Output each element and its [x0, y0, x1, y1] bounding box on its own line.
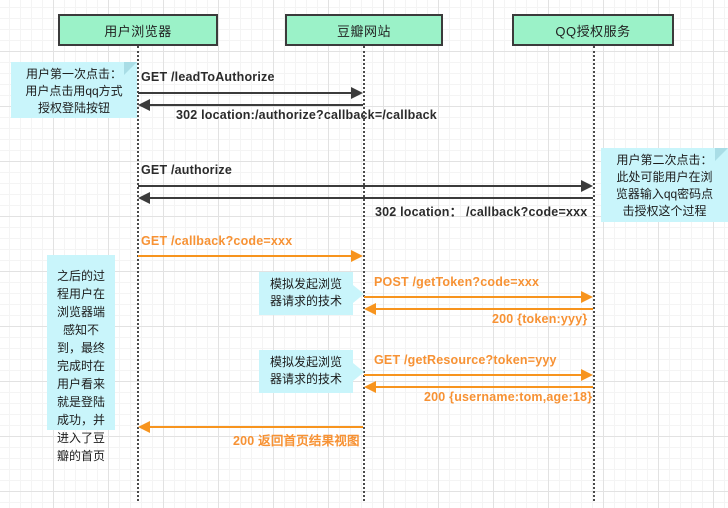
message-label-3: GET /authorize [141, 163, 233, 177]
message-label-1: GET /leadToAuthorize [141, 70, 275, 84]
lifeline-douban [363, 46, 365, 501]
message-line-10 [150, 426, 363, 428]
message-arrowhead-7 [364, 303, 376, 315]
message-label-9: 200 {username:tom,age:18} [424, 390, 593, 404]
actor-label-qq: QQ授权服务 [555, 23, 631, 39]
message-line-8 [364, 374, 582, 376]
actor-box-douban[interactable]: 豆瓣网站 [285, 14, 443, 46]
message-line-7 [376, 308, 593, 310]
note-first-click: 用户第一次点击： 用户点击用qq方式 授权登陆按钮 [11, 62, 137, 118]
actor-label-browser: 用户浏览器 [104, 23, 172, 39]
message-arrowhead-1 [351, 87, 363, 99]
message-line-2 [150, 104, 363, 106]
message-label-6: POST /getToken?code=xxx [374, 275, 540, 289]
message-label-5: GET /callback?code=xxx [141, 234, 293, 248]
message-arrowhead-4 [138, 192, 150, 204]
lifeline-browser [137, 46, 139, 501]
message-line-4 [150, 197, 593, 199]
message-arrowhead-10 [138, 421, 150, 433]
message-arrowhead-9 [364, 381, 376, 393]
message-line-1 [138, 92, 352, 94]
message-label-4: 302 location： /callback?code=xxx [375, 205, 588, 219]
message-arrowhead-5 [351, 250, 363, 262]
message-line-3 [138, 185, 582, 187]
actor-label-douban: 豆瓣网站 [336, 23, 391, 39]
message-line-6 [364, 296, 582, 298]
message-arrowhead-6 [581, 291, 593, 303]
message-arrowhead-8 [581, 369, 593, 381]
note-second-click: 用户第二次点击： 此处可能用户在浏 览器输入qq密码点 击授权这个过程 [601, 148, 728, 222]
message-label-2: 302 location:/authorize?callback=/callba… [176, 108, 437, 122]
message-arrowhead-2 [138, 99, 150, 111]
message-line-5 [138, 255, 352, 257]
message-label-10: 200 返回首页结果视图 [233, 434, 360, 448]
note-simulate-request-1: 模拟发起浏览 器请求的技术 [259, 272, 364, 315]
lifeline-qq [593, 46, 595, 501]
message-label-7: 200 {token:yyy} [492, 312, 588, 326]
message-label-8: GET /getResource?token=yyy [374, 353, 557, 367]
actor-box-qq[interactable]: QQ授权服务 [512, 14, 674, 46]
note-simulate-request-2: 模拟发起浏览 器请求的技术 [259, 350, 364, 393]
note-invisible-process: 之后的过 程用户在 浏览器端 感知不 到，最终 完成时在 用户看来 就是登陆 成… [47, 255, 115, 463]
actor-box-browser[interactable]: 用户浏览器 [58, 14, 218, 46]
message-arrowhead-3 [581, 180, 593, 192]
message-line-9 [376, 386, 593, 388]
